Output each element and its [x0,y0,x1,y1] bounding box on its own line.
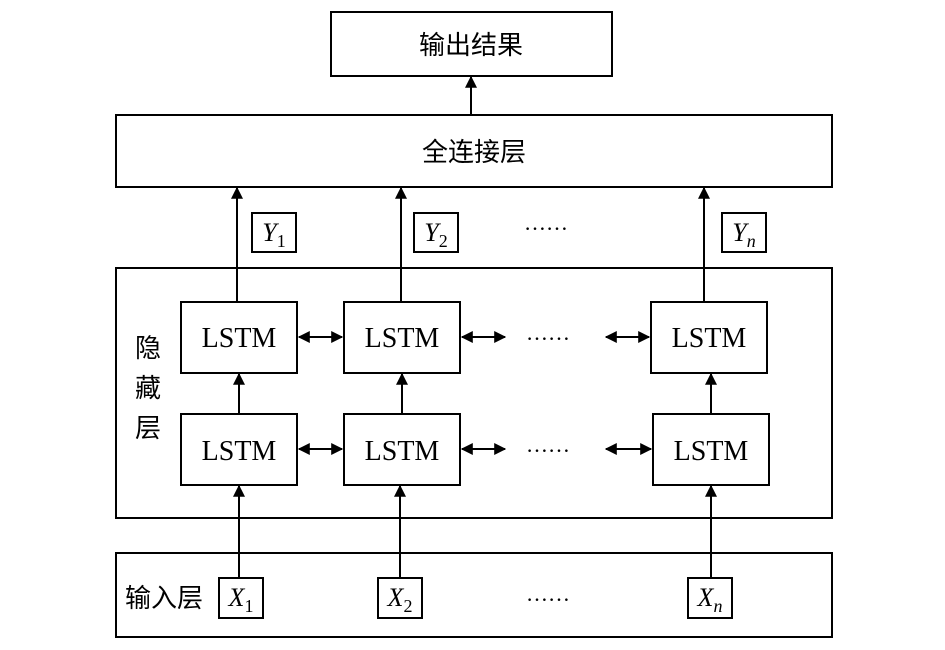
lstm-label: LSTM [365,323,440,354]
fully-connected-layer: 全连接层 [115,114,833,188]
lstm-cell-bottom-2: LSTM [343,413,461,486]
lstm-cell-top-n: LSTM [650,301,768,374]
input-layer-label: 输入层 [125,584,203,614]
svg-text:Xn: Xn [697,583,723,616]
output-var-y2: Y2 [413,212,459,253]
input-var-xn: Xn [687,577,733,619]
ellipsis-outputs: …… [524,210,568,235]
svg-text:Y1: Y1 [262,218,285,251]
lstm-cell-top-1: LSTM [180,301,298,374]
hidden-layer-label-char-1: 隐 [135,334,161,364]
svg-text:X1: X1 [228,583,254,616]
svg-text:Y2: Y2 [424,218,447,251]
lstm-cell-top-2: LSTM [343,301,461,374]
svg-text:Yn: Yn [732,218,755,251]
lstm-label: LSTM [672,323,747,354]
fully-connected-label: 全连接层 [422,138,526,168]
ellipsis-inputs: …… [526,581,570,606]
output-result-label: 输出结果 [419,31,523,61]
ellipsis-bottom-row: …… [526,432,570,457]
output-result-box: 输出结果 [330,11,613,77]
output-var-y1: Y1 [251,212,297,253]
hidden-layer-label-char-2: 藏 [135,374,161,404]
lstm-label: LSTM [674,436,749,467]
svg-text:X2: X2 [387,583,413,616]
input-var-x2: X2 [377,577,423,619]
lstm-cell-bottom-n: LSTM [652,413,770,486]
lstm-cell-bottom-1: LSTM [180,413,298,486]
lstm-label: LSTM [202,436,277,467]
output-var-yn: Yn [721,212,767,253]
ellipsis-top-row: …… [526,320,570,345]
hidden-layer-label-char-3: 层 [135,414,161,444]
lstm-label: LSTM [365,436,440,467]
lstm-label: LSTM [202,323,277,354]
input-var-x1: X1 [218,577,264,619]
